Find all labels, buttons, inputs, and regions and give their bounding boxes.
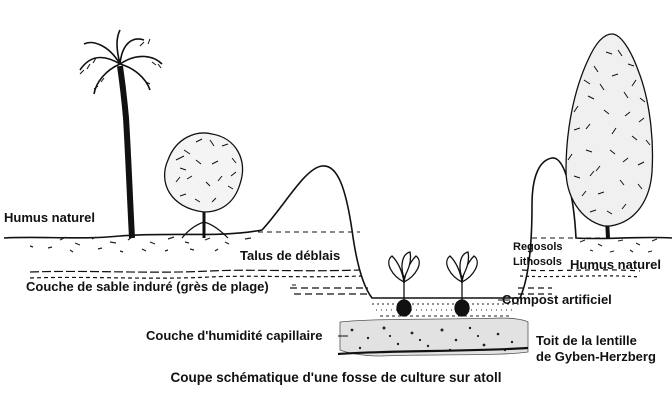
taro-seedling-left: [389, 252, 419, 316]
humus-left-texture: [30, 237, 251, 252]
label-couche-sable: Couche de sable induré (grès de plage): [26, 279, 269, 294]
label-lithosols: Lithosols: [513, 256, 562, 269]
label-talus-deblais: Talus de déblais: [240, 248, 340, 263]
label-humus-left: Humus naturel: [4, 210, 95, 225]
left-shrub-tree: [165, 133, 243, 238]
compost-layer: [372, 304, 520, 316]
humus-right-texture: [580, 239, 657, 252]
label-toit-lentille: Toit de la lentille: [536, 333, 637, 348]
label-humus-right: Humus naturel: [570, 257, 661, 272]
label-gyben-herzberg: de Gyben-Herzberg: [536, 349, 656, 364]
right-tall-tree: [566, 34, 652, 238]
taro-seedling-right: [447, 252, 477, 316]
label-regosols: Regosols: [513, 241, 563, 254]
coconut-palm-tree: [80, 30, 162, 238]
label-compost: Compost artificiel: [502, 292, 612, 307]
figure-caption: Coupe schématique d'une fosse de culture…: [0, 370, 672, 385]
label-humidite-capillaire: Couche d'humidité capillaire: [146, 328, 322, 343]
